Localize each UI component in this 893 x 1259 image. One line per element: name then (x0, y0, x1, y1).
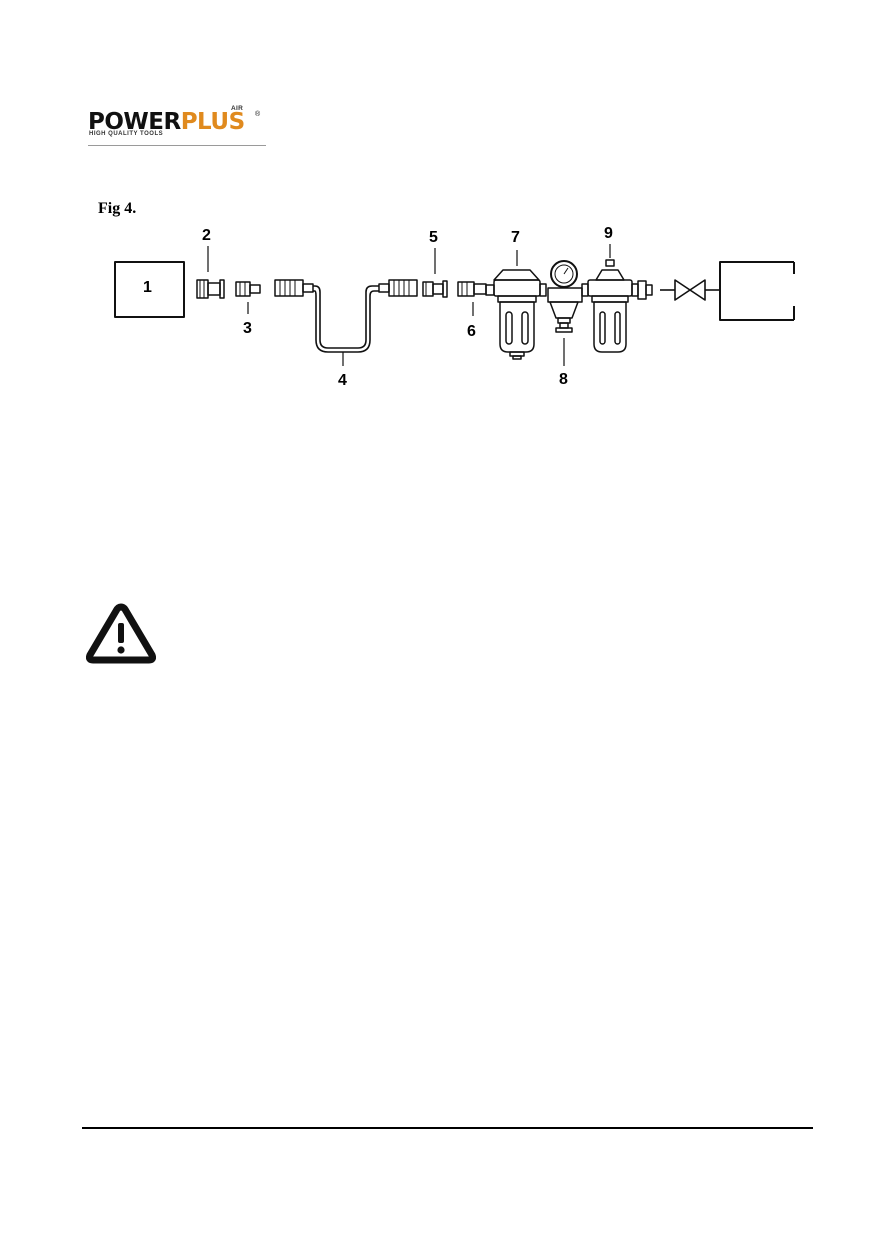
callout-5: 5 (429, 229, 438, 246)
figure-label: Fig 4. (98, 200, 136, 218)
coupler-female-2 (197, 280, 224, 298)
callout-6: 6 (467, 323, 476, 340)
logo-plus: PLUS (181, 109, 245, 135)
callout-4: 4 (338, 372, 347, 389)
regulator-8 (548, 261, 588, 332)
logo-underline (88, 145, 266, 146)
air-hose-4 (275, 280, 417, 352)
callout-9: 9 (604, 225, 613, 242)
warning-triangle-icon (86, 603, 156, 665)
filter-unit-7 (486, 270, 546, 359)
logo-registered-mark: ® (255, 111, 260, 118)
footer-rule (82, 1127, 813, 1129)
coupler-male-6 (458, 282, 486, 296)
callout-2: 2 (202, 227, 211, 244)
air-supply-box (720, 262, 794, 320)
callout-3: 3 (243, 320, 252, 337)
shutoff-valve (675, 280, 705, 300)
brand-logo: AIR POWERPLUS ® HIGH QUALITY TOOLS (88, 104, 268, 148)
callout-8: 8 (559, 371, 568, 388)
callout-1: 1 (143, 279, 152, 296)
air-line-diagram: 1 2 3 4 (100, 218, 800, 398)
logo-tagline: HIGH QUALITY TOOLS (89, 131, 163, 137)
coupler-male-3 (236, 282, 260, 296)
lubricator-unit-9 (588, 260, 652, 352)
callout-7: 7 (511, 229, 520, 246)
coupler-female-5 (423, 281, 447, 297)
